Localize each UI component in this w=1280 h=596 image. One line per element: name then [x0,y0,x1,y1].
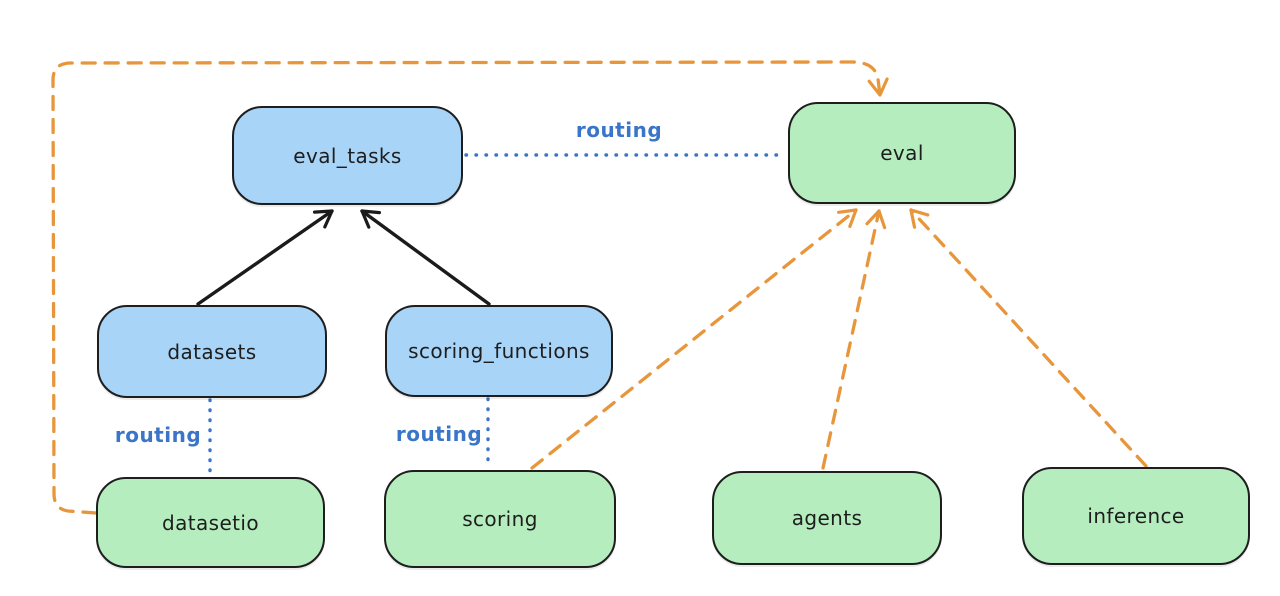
node-eval-tasks: eval_tasks [232,106,463,205]
node-agents: agents [712,471,942,565]
node-eval: eval [788,102,1016,204]
node-datasets: datasets [97,305,327,398]
node-eval-tasks-label: eval_tasks [293,143,402,168]
node-scoring-functions: scoring_functions [385,305,613,397]
edge-label-routing-mid: routing [395,422,483,446]
edge-label-routing-left: routing [114,423,202,447]
node-inference: inference [1022,467,1250,565]
edge-label-routing-top: routing [575,118,663,142]
edge-inference-to-eval [909,208,1148,468]
node-datasetio-label: datasetio [161,510,259,535]
node-scoring: scoring [384,470,616,568]
edge-scoring-functions-to-eval-tasks [360,209,491,306]
node-scoring-label: scoring [462,507,538,531]
node-agents-label: agents [791,506,863,530]
node-datasetio: datasetio [96,477,325,568]
node-datasets-label: datasets [167,339,257,364]
edge-agents-to-eval [821,209,887,470]
node-eval-label: eval [880,141,924,165]
node-inference-label: inference [1087,504,1185,528]
node-scoring-functions-label: scoring_functions [408,339,590,363]
edge-datasets-to-eval-tasks [196,209,334,306]
